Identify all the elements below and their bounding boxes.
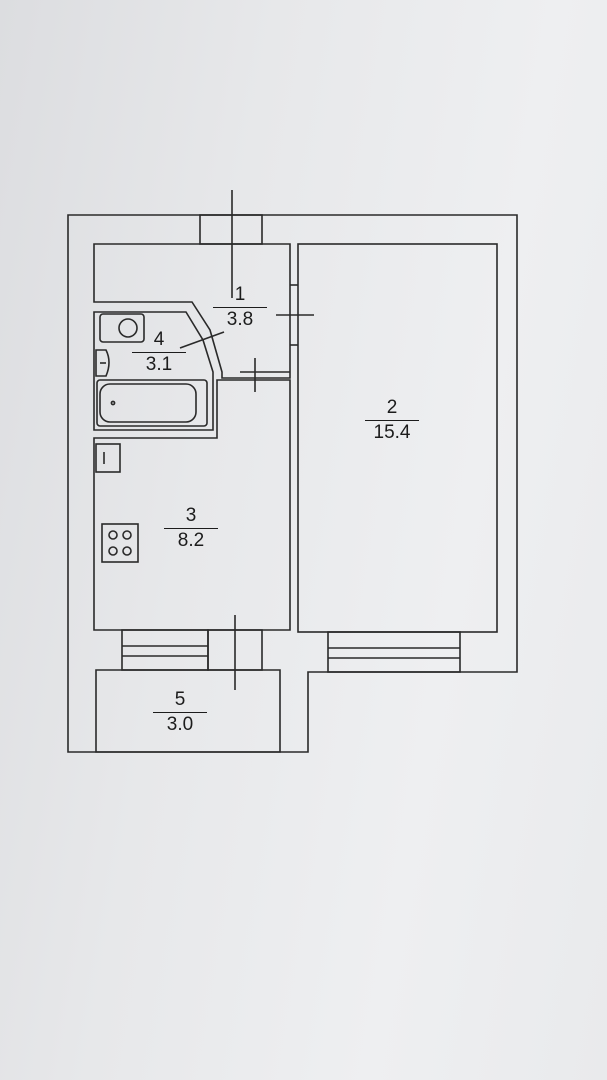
- toilet: [99, 313, 145, 343]
- room-1-area: 3.8: [213, 307, 267, 330]
- room-2-area: 15.4: [365, 420, 419, 443]
- bathtub: [96, 379, 208, 427]
- room-2-number: 2: [386, 397, 398, 418]
- room-5-label: 5 3.0: [145, 690, 215, 735]
- room-5-area: 3.0: [153, 712, 207, 735]
- outer-wall: [67, 214, 518, 753]
- stove: [101, 523, 139, 563]
- room-2-label: 2 15.4: [357, 398, 427, 443]
- room-4-number: 4: [153, 329, 165, 350]
- room-1-label: 1 3.8: [205, 285, 275, 330]
- room-4-label: 4 3.1: [124, 330, 194, 375]
- living-window: [327, 631, 461, 673]
- room-4-leader: [179, 331, 225, 349]
- room-4-area: 3.1: [132, 352, 186, 375]
- front-door: [199, 214, 263, 245]
- room-3-number: 3: [185, 505, 197, 526]
- room-3-outline: [93, 379, 291, 631]
- sink: [95, 349, 110, 377]
- room-4-outline: [93, 311, 214, 431]
- room-3-area: 8.2: [164, 528, 218, 551]
- room-3-label: 3 8.2: [156, 506, 226, 551]
- room-1-number: 1: [234, 284, 246, 305]
- kitchen-window: [121, 629, 209, 671]
- kitchen-appliance: [95, 443, 121, 473]
- room-1-outline: [93, 243, 291, 379]
- room-5-number: 5: [174, 689, 186, 710]
